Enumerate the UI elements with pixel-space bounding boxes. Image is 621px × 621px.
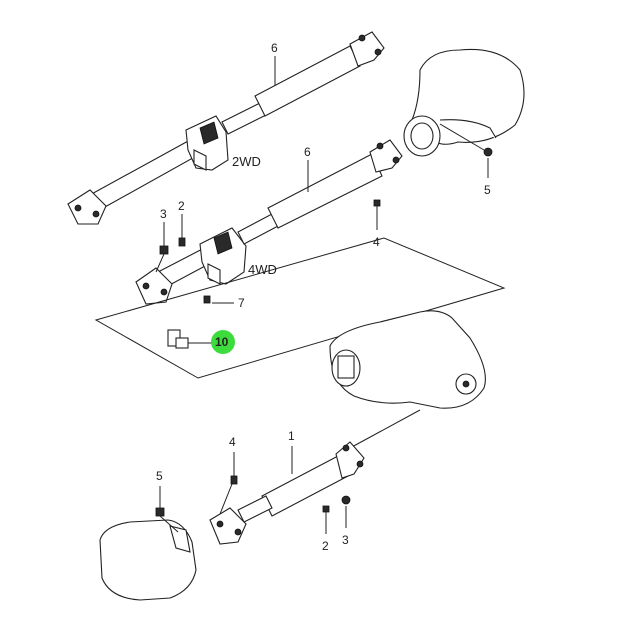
callout-4-lower: 4 bbox=[229, 435, 236, 449]
callout-10: 10 bbox=[215, 335, 229, 349]
callout-5-lower: 5 bbox=[156, 469, 163, 483]
callout-2-upper: 2 bbox=[178, 199, 185, 213]
center-bearing-2wd bbox=[185, 115, 229, 171]
center-bearing-4wd bbox=[199, 227, 247, 285]
transfer-case-housing bbox=[329, 310, 486, 409]
callout-2-lower: 2 bbox=[322, 539, 329, 553]
callout-3-lower: 3 bbox=[342, 533, 349, 547]
nut-3-upper bbox=[155, 222, 169, 273]
callout-10-highlight: 10 bbox=[211, 330, 235, 354]
front-yoke-rear bbox=[335, 441, 365, 479]
rear-shaft-4wd bbox=[135, 139, 403, 305]
bolt-2-lower bbox=[322, 505, 330, 534]
callout-6-4wd: 6 bbox=[304, 145, 311, 159]
nut-3-lower bbox=[341, 495, 351, 528]
front-differential bbox=[99, 519, 197, 601]
callout-6-2wd: 6 bbox=[271, 41, 278, 55]
rear-differential-upper bbox=[403, 48, 525, 157]
front-flange-4wd bbox=[135, 267, 173, 305]
callout-7: 7 bbox=[238, 296, 245, 310]
panel-4wd-parts bbox=[94, 237, 506, 379]
label-2wd: 2WD bbox=[232, 154, 261, 169]
bolt-4-upper bbox=[373, 199, 381, 230]
nut-5-upper bbox=[439, 123, 493, 178]
part-10-fitting bbox=[167, 329, 212, 349]
callout-3-upper: 3 bbox=[160, 207, 167, 221]
bolt-2-upper bbox=[178, 214, 186, 247]
callout-1: 1 bbox=[288, 429, 295, 443]
rear-yoke-2wd bbox=[349, 31, 385, 67]
callout-5-upper: 5 bbox=[484, 183, 491, 197]
nut-5-lower bbox=[155, 486, 179, 533]
rear-shaft-2wd bbox=[67, 31, 385, 225]
front-yoke-front bbox=[209, 507, 247, 545]
callout-4-upper: 4 bbox=[373, 235, 380, 249]
bolt-7 bbox=[203, 295, 234, 304]
bolt-4-lower bbox=[219, 452, 238, 515]
front-flange-2wd bbox=[67, 189, 107, 225]
rear-yoke-4wd bbox=[369, 139, 403, 173]
front-shaft bbox=[209, 409, 421, 545]
label-4wd: 4WD bbox=[248, 262, 277, 277]
